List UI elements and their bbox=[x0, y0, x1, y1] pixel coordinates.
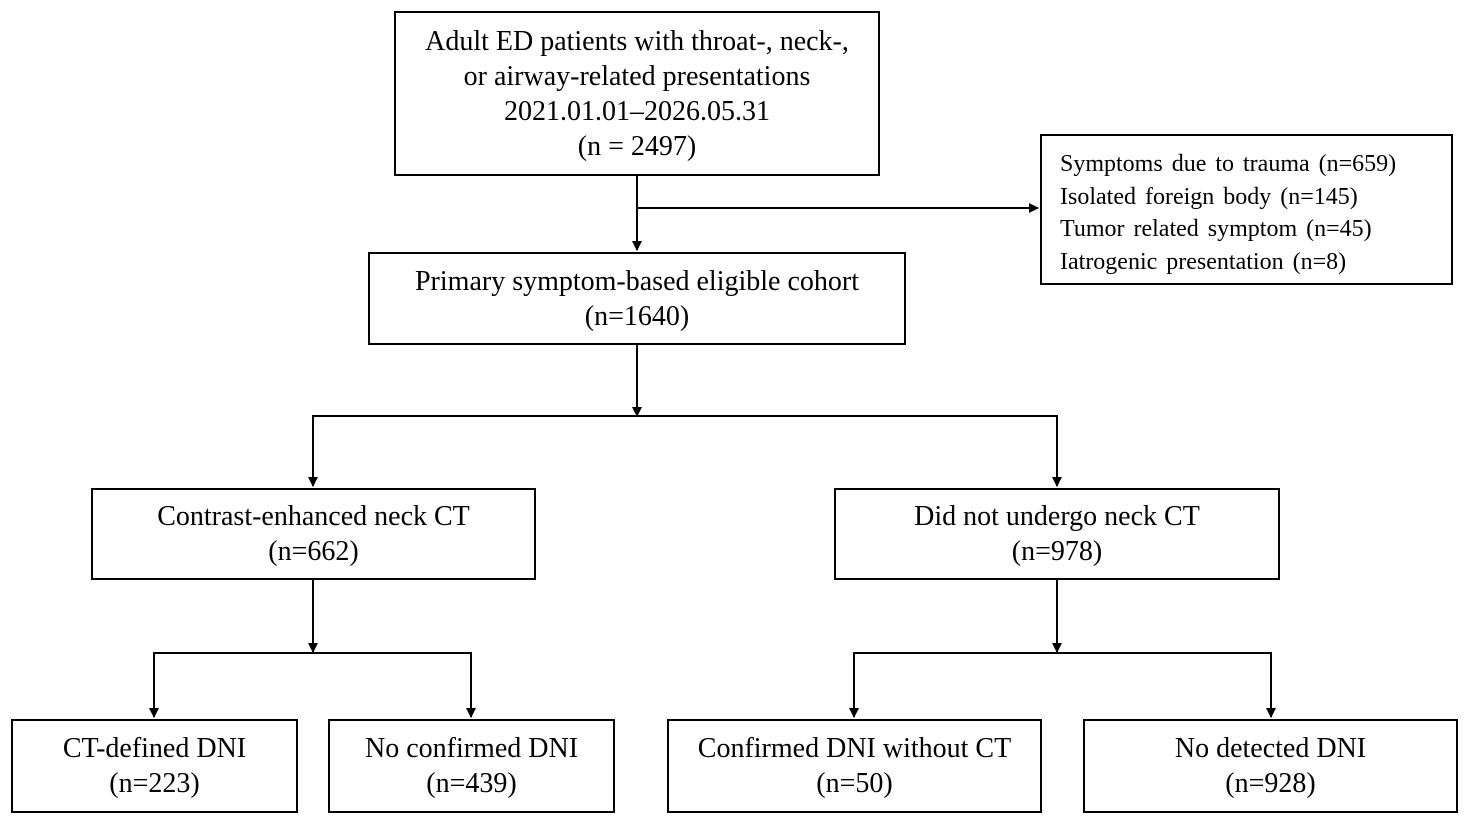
ct-group-label: Contrast-enhanced neck CT bbox=[157, 501, 470, 532]
ct-dni-count: (n=223) bbox=[109, 768, 200, 799]
noct-no-dni-label: No detected DNI bbox=[1174, 733, 1367, 764]
population-line-1: Adult ED patients with throat-, neck-, bbox=[425, 25, 849, 57]
ct-group-box: Contrast-enhanced neck CT (n=662) bbox=[91, 488, 536, 580]
exclusion-item: Iatrogenic presentation (n=8) bbox=[1060, 248, 1347, 275]
no-ct-group-label: Did not undergo neck CT bbox=[914, 501, 1200, 532]
connector-noct-split bbox=[853, 652, 1272, 717]
population-line-2: or airway-related presentations bbox=[463, 60, 811, 92]
exclusion-box: Symptoms due to trauma (n=659) Isolated … bbox=[1040, 134, 1453, 285]
eligible-count: (n=1640) bbox=[584, 300, 690, 332]
exclusion-item: Tumor related symptom (n=45) bbox=[1060, 216, 1372, 242]
noct-dni-box: Confirmed DNI without CT (n=50) bbox=[667, 719, 1042, 813]
noct-no-dni-count: (n=928) bbox=[1225, 768, 1316, 799]
noct-no-dni-box: No detected DNI (n=928) bbox=[1083, 719, 1458, 813]
connector-eligible-split bbox=[312, 415, 1058, 486]
population-line-3: 2021.01.01–2026.05.31 bbox=[504, 95, 770, 127]
eligible-cohort-box: Primary symptom-based eligible cohort (n… bbox=[368, 252, 906, 345]
population-count: (n = 2497) bbox=[577, 130, 697, 162]
exclusion-item: Isolated foreign body (n=145) bbox=[1060, 183, 1358, 210]
ct-no-dni-box: No confirmed DNI (n=439) bbox=[328, 719, 615, 813]
population-box: Adult ED patients with throat-, neck-, o… bbox=[394, 11, 880, 176]
noct-dni-count: (n=50) bbox=[816, 768, 893, 799]
noct-dni-label: Confirmed DNI without CT bbox=[697, 733, 1012, 764]
ct-no-dni-label: No confirmed DNI bbox=[364, 733, 579, 764]
eligible-label: Primary symptom-based eligible cohort bbox=[414, 265, 860, 297]
ct-dni-box: CT-defined DNI (n=223) bbox=[11, 719, 298, 813]
ct-group-count: (n=662) bbox=[268, 536, 359, 567]
no-ct-group-box: Did not undergo neck CT (n=978) bbox=[834, 488, 1280, 580]
connector-ct-split bbox=[153, 652, 472, 717]
no-ct-group-count: (n=978) bbox=[1011, 536, 1103, 567]
ct-no-dni-count: (n=439) bbox=[426, 768, 517, 799]
exclusion-item: Symptoms due to trauma (n=659) bbox=[1060, 151, 1397, 177]
ct-dni-label: CT-defined DNI bbox=[62, 733, 247, 764]
